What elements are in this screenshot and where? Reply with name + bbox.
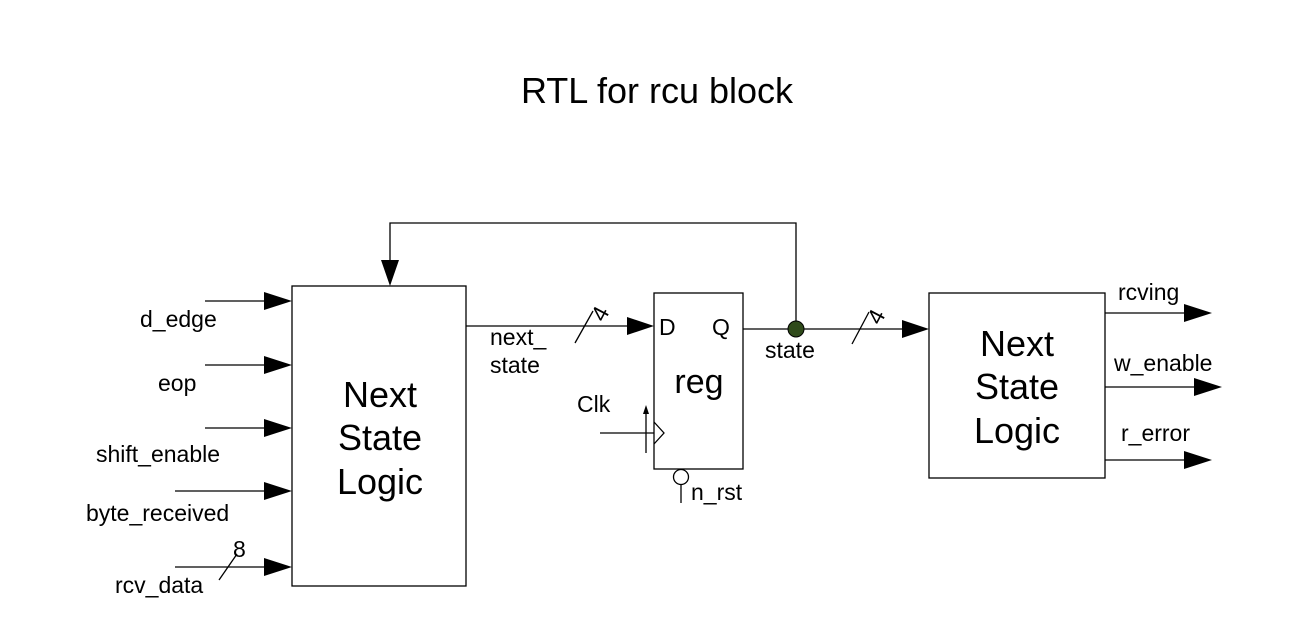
w-enable-arrow-icon: [1194, 378, 1222, 396]
next-state-arrow-icon: [627, 317, 654, 335]
r-error-label: r_error: [1121, 420, 1190, 446]
w-enable-label: w_enable: [1113, 350, 1212, 376]
state-label: state: [765, 337, 815, 363]
rcv-data-label: rcv_data: [115, 572, 203, 598]
n-rst-label: n_rst: [691, 479, 743, 505]
eop-arrow-icon: [264, 356, 292, 374]
rcv-data-width-label: 8: [233, 536, 246, 562]
left-block-line2: State: [338, 417, 422, 458]
d-edge-label: d_edge: [140, 306, 217, 332]
state-arrow-icon: [902, 320, 929, 338]
next-state-bus-slash: [574, 310, 594, 344]
byte-received-arrow-icon: [264, 482, 292, 500]
rcving-label: rcving: [1118, 279, 1179, 305]
right-block-line1: Next: [980, 323, 1054, 364]
clk-label: Clk: [577, 391, 611, 417]
reset-bubble-icon: [672, 468, 690, 486]
reg-q-label: Q: [712, 314, 730, 340]
byte-received-label: byte_received: [86, 500, 229, 526]
rcv-data-bus-slash: [218, 553, 238, 581]
shift-enable-label: shift_enable: [96, 441, 220, 467]
next-state-width-label: 4: [585, 302, 614, 326]
rcv-data-arrow-icon: [264, 558, 292, 576]
left-block-line1: Next: [343, 374, 417, 415]
right-block-line3: Logic: [974, 410, 1060, 451]
clk-edge-icon: [653, 421, 665, 445]
right-block-line2: State: [975, 366, 1059, 407]
reg-d-label: D: [659, 314, 676, 340]
clk-arrow-icon: [643, 405, 649, 414]
next-state-label-line2: state: [490, 352, 540, 378]
reg-block: [653, 292, 744, 470]
state-bus-slash: [851, 311, 870, 345]
state-width-label: 4: [861, 305, 890, 329]
d-edge-arrow-icon: [264, 292, 292, 310]
r-error-arrow-icon: [1184, 451, 1212, 469]
feedback-arrow-icon: [381, 260, 399, 286]
eop-label: eop: [158, 370, 196, 396]
reg-name-label: reg: [674, 363, 723, 401]
shift-enable-arrow-icon: [264, 419, 292, 437]
left-next-state-logic-block: [291, 285, 467, 587]
state-junction-dot: [787, 320, 805, 338]
diagram-title: RTL for rcu block: [521, 70, 794, 111]
left-block-line3: Logic: [337, 461, 423, 502]
feedback-wire: [389, 222, 797, 329]
right-next-state-logic-block: [928, 292, 1106, 479]
rcving-arrow-icon: [1184, 304, 1212, 322]
next-state-label-line1: next_: [490, 324, 547, 350]
